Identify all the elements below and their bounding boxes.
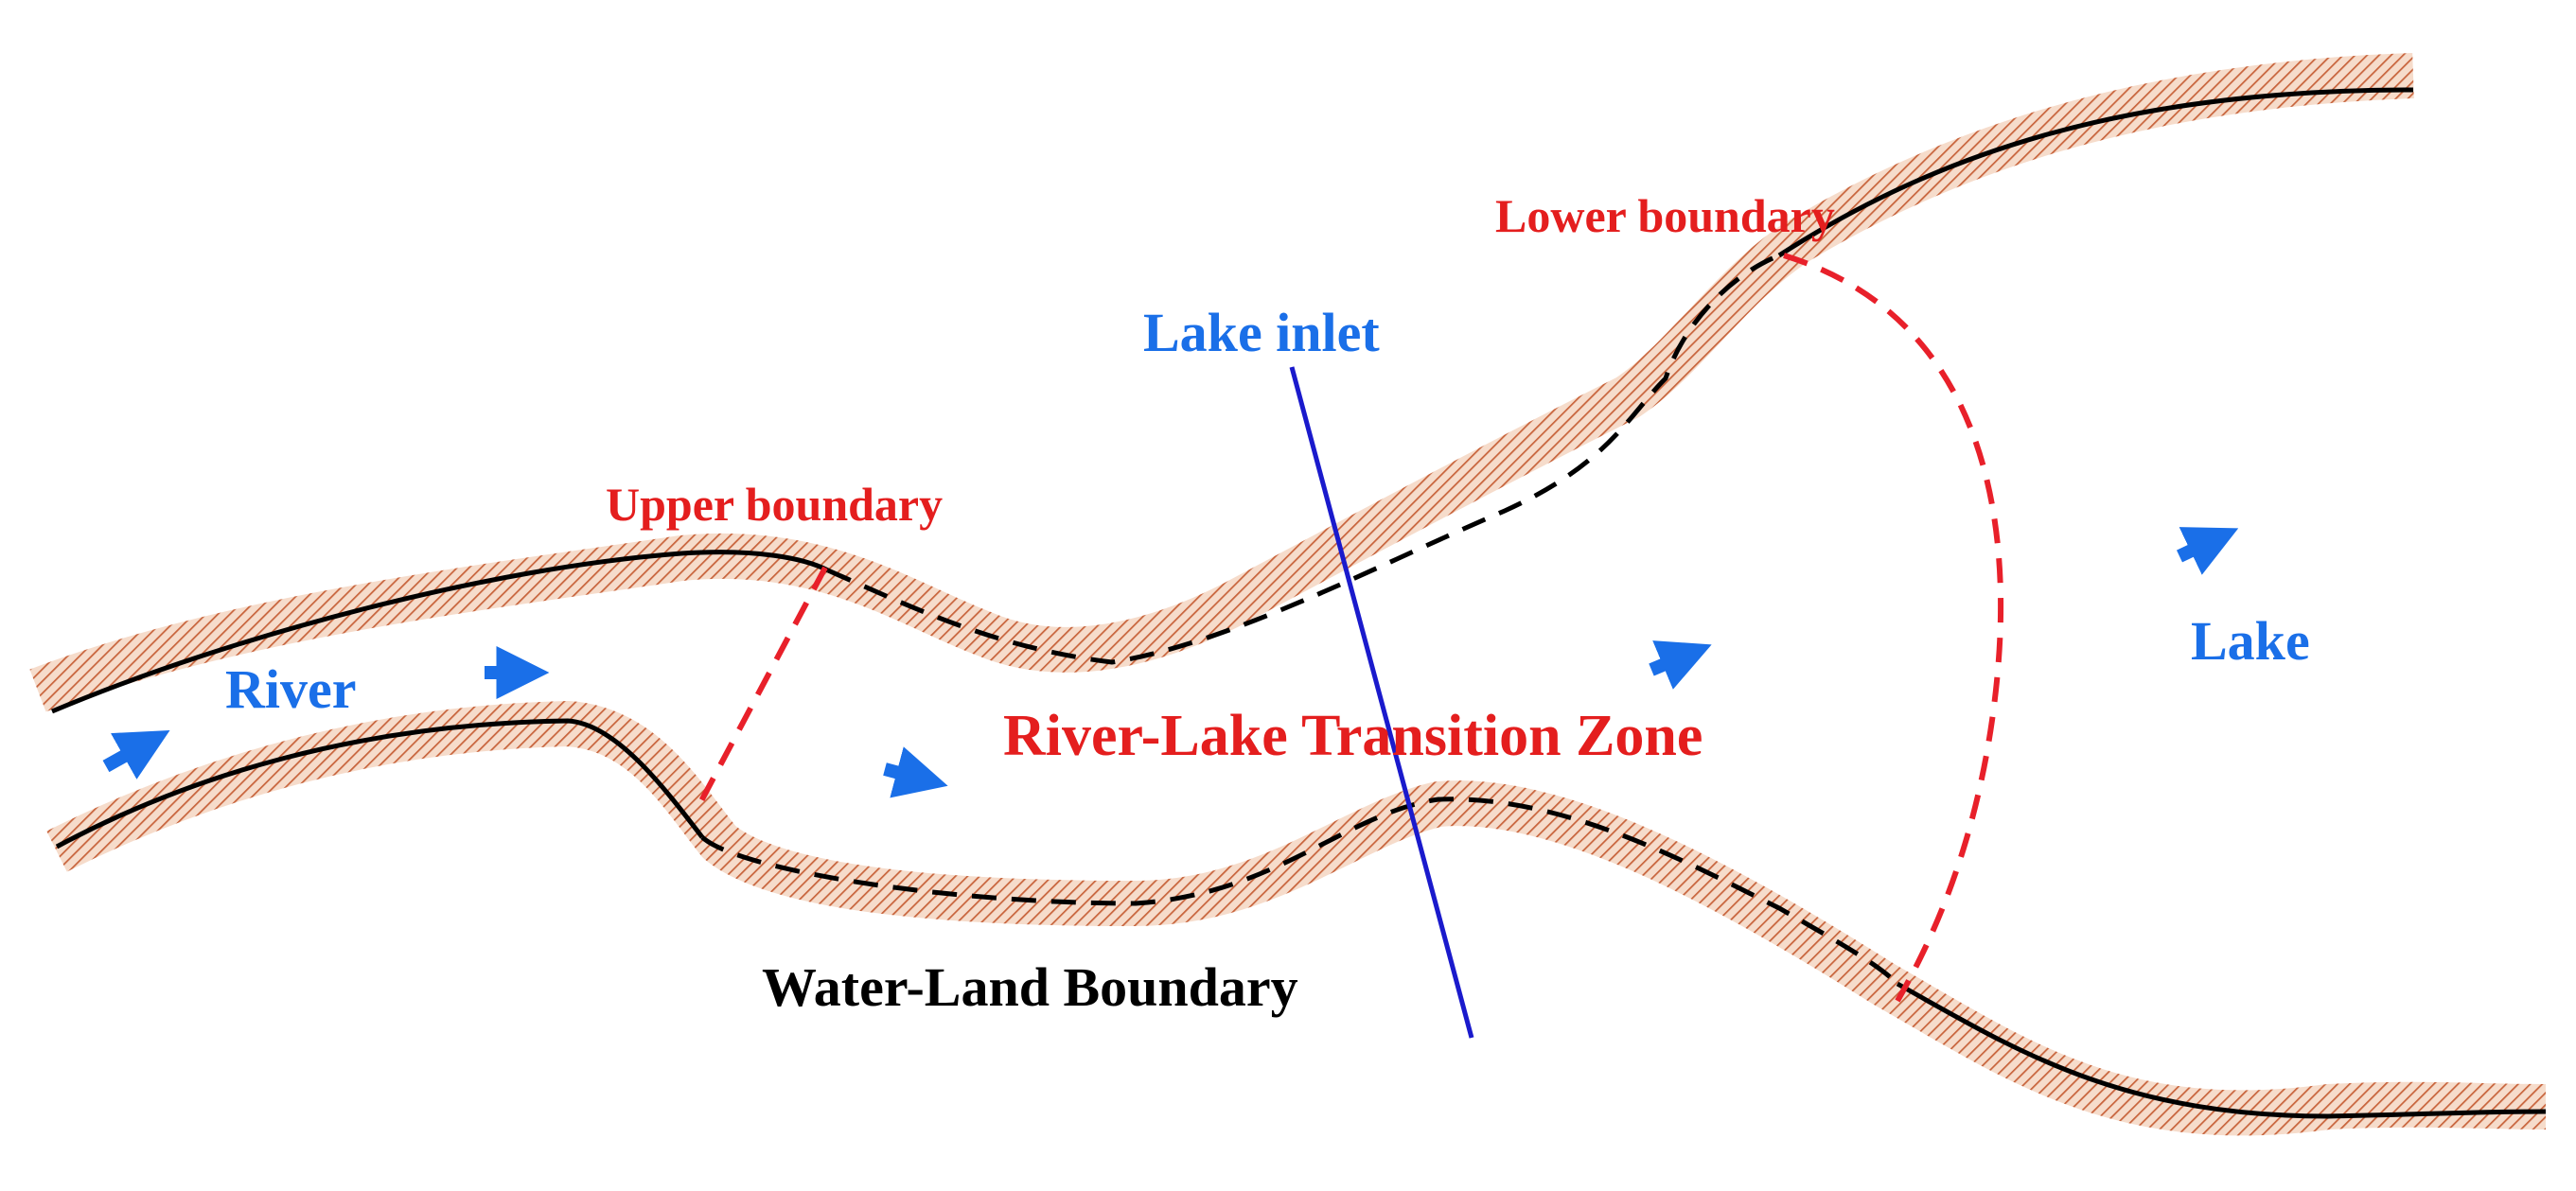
lake-inlet-label: Lake inlet xyxy=(1143,302,1380,363)
water-land-boundary-label: Water-Land Boundary xyxy=(762,956,1298,1018)
lower-shoreline-right xyxy=(1896,981,2547,1119)
upper-shoreline-left xyxy=(51,550,830,714)
flow-arrow-icon xyxy=(1649,640,1712,690)
flow-arrows xyxy=(102,527,2239,798)
lower-shoreline-left xyxy=(55,718,704,849)
flow-arrow-icon xyxy=(2176,527,2239,575)
flow-arrow-icon xyxy=(102,730,170,779)
upper-shoreline-right xyxy=(1777,87,2414,258)
lake-label: Lake xyxy=(2191,610,2310,672)
lower-bank xyxy=(46,701,2547,1136)
transition-zone-label: River-Lake Transition Zone xyxy=(1003,704,1703,768)
river-label: River xyxy=(225,658,357,720)
upper-boundary-label: Upper boundary xyxy=(606,478,943,531)
upper-water-land-boundary xyxy=(827,253,1780,665)
lower-boundary-line xyxy=(1783,253,2004,1003)
lower-boundary-label: Lower boundary xyxy=(1495,189,1835,242)
flow-arrow-icon xyxy=(883,746,948,798)
upper-boundary-line xyxy=(693,566,828,814)
lower-water-land-boundary xyxy=(700,797,1899,986)
lake-inlet-line xyxy=(1289,366,1474,1039)
upper-left-bank xyxy=(29,53,2414,712)
